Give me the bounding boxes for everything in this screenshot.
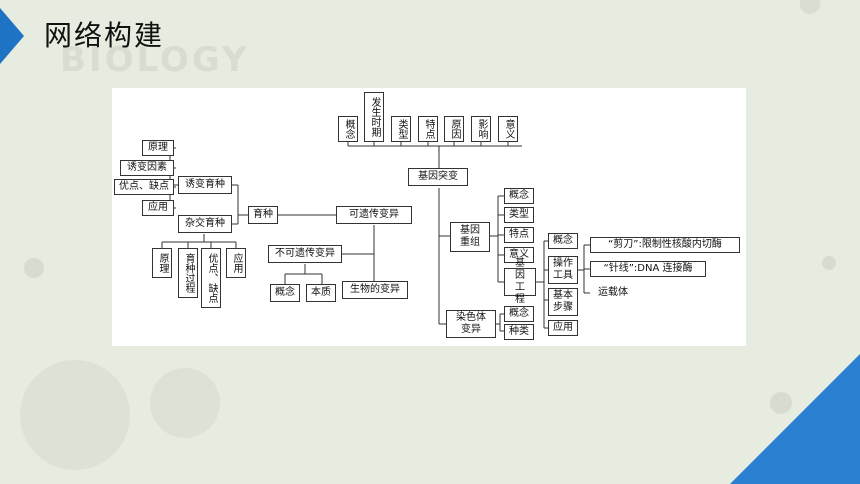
decorative-triangle-blue: [730, 354, 860, 484]
gene-mutation-impact: 影响: [471, 116, 491, 142]
ge-concept: 概念: [548, 233, 578, 249]
gene-mutation-feature: 特点: [418, 116, 438, 142]
page-title: 网络构建: [44, 19, 165, 52]
decorative-dot: [24, 258, 44, 278]
chromosome-variation-node: 染色体变异: [446, 310, 496, 338]
heritable-variation-node: 可遗传变异: [336, 206, 412, 224]
recombination-type: 类型: [504, 207, 534, 223]
mutation-pros-cons: 优点、缺点: [114, 179, 174, 195]
mutation-application: 应用: [142, 200, 174, 216]
gene-recombination-node: 基因重组: [450, 222, 490, 252]
recombination-feature: 特点: [504, 227, 534, 243]
watermark: BIOLOGY: [60, 40, 250, 80]
hybrid-process: 育种过程: [178, 248, 198, 298]
decorative-dot: [822, 256, 836, 270]
breeding-node: 育种: [248, 206, 278, 224]
gene-mutation-node: 基因突变: [408, 168, 468, 186]
mutation-breeding-node: 诱变育种: [178, 176, 232, 194]
hybrid-principle: 原理: [152, 248, 172, 278]
mutation-factors: 诱变因素: [120, 160, 174, 176]
mutation-breeding-principle: 原理: [142, 140, 174, 156]
decorative-leaf: [150, 368, 220, 438]
decorative-tab: [800, 0, 820, 14]
gene-mutation-period: 发生时期: [364, 92, 384, 142]
hybrid-application: 应用: [226, 248, 246, 278]
non-heritable-concept: 概念: [270, 284, 300, 302]
tool-vector: 运载体: [590, 285, 636, 301]
non-heritable-node: 不可遗传变异: [268, 245, 342, 263]
tool-needle-thread: “针线”:DNA 连接酶: [590, 261, 706, 277]
decorative-leaf: [20, 360, 130, 470]
genetic-engineering-node: 基因工程: [504, 258, 536, 305]
recombination-significance: 意义: [504, 247, 534, 263]
corner-accent: [0, 8, 24, 64]
non-heritable-essence: 本质: [306, 284, 336, 302]
ge-steps: 基本步骤: [548, 288, 578, 316]
biological-variation-node: 生物的变异: [342, 281, 408, 299]
hybrid-breeding-node: 杂交育种: [178, 215, 232, 233]
ge-tools: 操作工具: [548, 256, 578, 284]
chromosome-types: 种类: [504, 324, 534, 340]
connector-lines: [161, 142, 590, 332]
hybrid-pros-cons: 优点、缺点: [201, 248, 221, 308]
chromosome-concept: 概念: [504, 306, 534, 322]
concept-map: 概念 发生时期 类型 特点 原因 影响 意义 基因突变 可遗传变异 育种 诱变育…: [112, 88, 746, 346]
gene-mutation-concept: 概念: [338, 116, 358, 142]
ge-application: 应用: [548, 320, 578, 336]
gene-mutation-significance: 意义: [498, 116, 518, 142]
gene-mutation-type: 类型: [391, 116, 411, 142]
recombination-concept: 概念: [504, 188, 534, 204]
tool-scissors: “剪刀”:限制性核酸内切酶: [590, 237, 740, 253]
gene-mutation-cause: 原因: [444, 116, 464, 142]
